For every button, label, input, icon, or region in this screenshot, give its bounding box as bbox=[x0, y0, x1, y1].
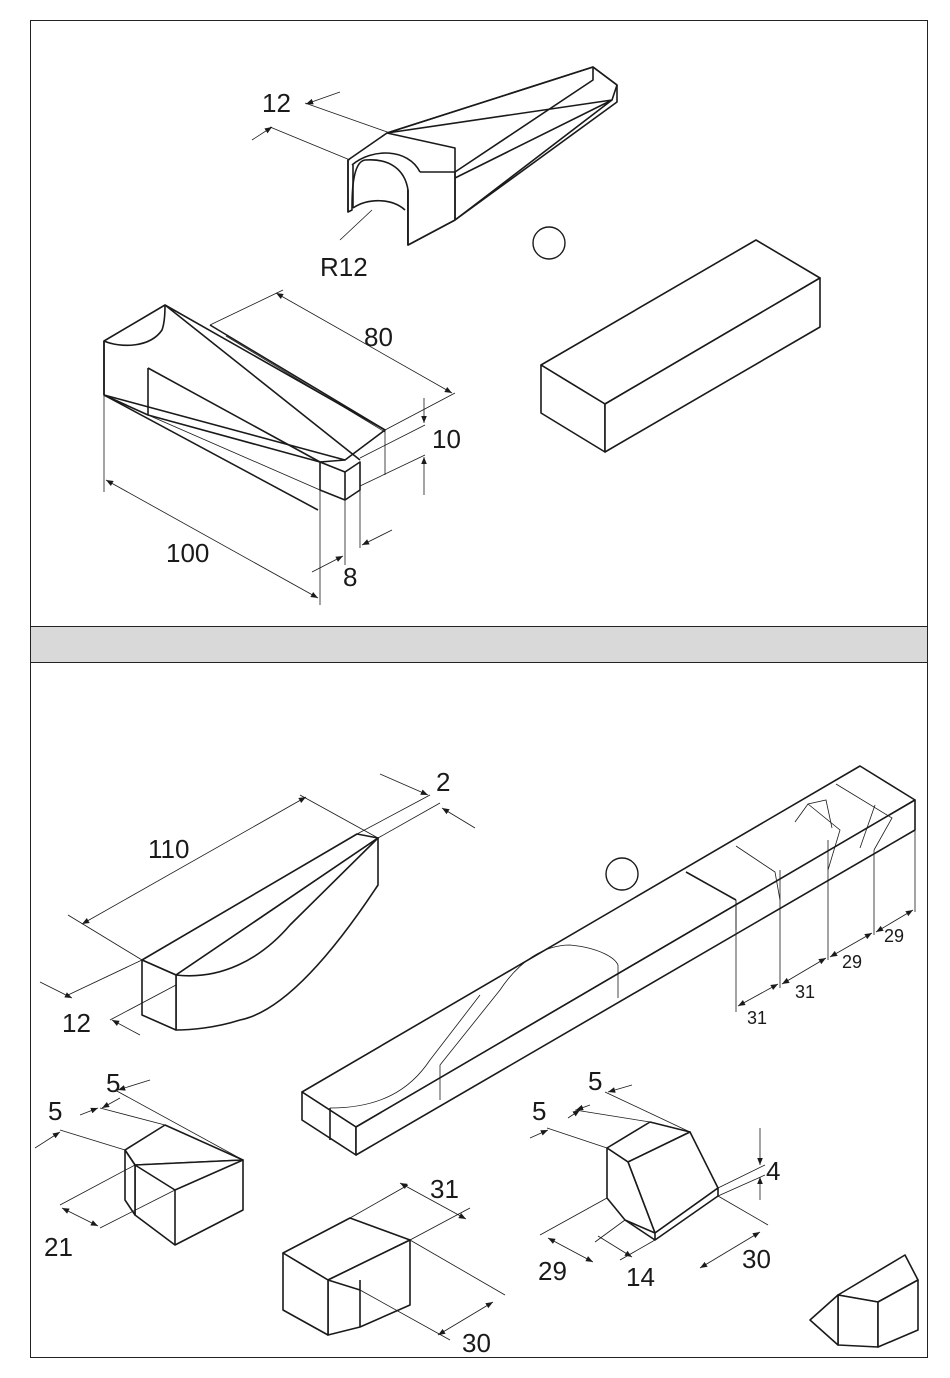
label-2: 2 bbox=[436, 767, 450, 797]
dimension-2 bbox=[357, 774, 475, 838]
chamfer-block-right bbox=[607, 1122, 718, 1240]
label-left-21: 21 bbox=[44, 1232, 73, 1262]
label-right-14: 14 bbox=[626, 1262, 655, 1292]
label-12-bottom: 12 bbox=[62, 1008, 91, 1038]
label-mid-31: 31 bbox=[430, 1174, 459, 1204]
or-circle-bottom bbox=[606, 858, 638, 890]
label-100: 100 bbox=[166, 538, 209, 568]
tapered-part-upper bbox=[348, 67, 617, 245]
chamfer-block-middle bbox=[283, 1218, 410, 1335]
or-circle-top bbox=[533, 227, 565, 259]
label-110: 110 bbox=[148, 834, 189, 864]
label-seg-29-b: 29 bbox=[884, 926, 904, 946]
long-bar bbox=[302, 766, 915, 1155]
small-piece-bottom-right bbox=[810, 1255, 918, 1347]
label-10: 10 bbox=[432, 424, 461, 454]
label-right-5-a: 5 bbox=[532, 1096, 546, 1126]
label-80: 80 bbox=[364, 322, 393, 352]
label-12-top: 12 bbox=[262, 88, 291, 118]
label-radius: R12 bbox=[320, 252, 368, 282]
label-right-30: 30 bbox=[742, 1244, 771, 1274]
label-right-5-b: 5 bbox=[588, 1066, 602, 1096]
label-right-4: 4 bbox=[766, 1156, 780, 1186]
dimension-10 bbox=[360, 398, 425, 495]
tapered-part-lower bbox=[104, 305, 385, 510]
chamfer-block-left bbox=[125, 1125, 243, 1245]
label-seg-31-b: 31 bbox=[795, 982, 815, 1002]
label-left-5-a: 5 bbox=[48, 1096, 62, 1126]
label-left-5-b: 5 bbox=[106, 1068, 120, 1098]
dimension-8 bbox=[312, 490, 392, 572]
label-8: 8 bbox=[343, 562, 357, 592]
stock-block-top bbox=[541, 240, 820, 452]
label-seg-29-a: 29 bbox=[842, 952, 862, 972]
radius-leader bbox=[340, 210, 372, 240]
label-mid-30: 30 bbox=[462, 1328, 491, 1358]
label-seg-31-a: 31 bbox=[747, 1008, 767, 1028]
label-right-29: 29 bbox=[538, 1256, 567, 1286]
